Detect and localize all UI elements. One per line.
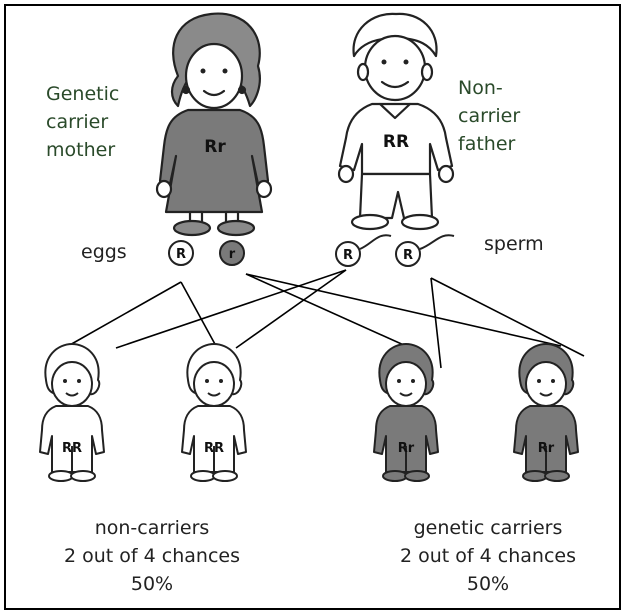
sperm-1-to-child-2: [236, 270, 346, 348]
father-figure: [339, 14, 453, 229]
child-1-genotype: RR: [62, 441, 82, 456]
eggs-label: eggs: [81, 238, 127, 266]
mother-dress: [160, 110, 268, 212]
egg-r-label: r: [229, 247, 236, 262]
egg-R-to-child-2: [181, 282, 216, 346]
father-face: [365, 36, 425, 100]
cross-lines: [68, 270, 584, 368]
child-2-genotype: RR: [204, 441, 224, 456]
child-3: [374, 344, 438, 481]
sperm-2-to-child-4: [431, 278, 584, 356]
child-1: [40, 344, 104, 481]
child-3-genotype: Rr: [398, 441, 415, 456]
mother-shoe-right: [218, 221, 254, 235]
mother-face: [186, 44, 242, 108]
carriers-summary: genetic carriers 2 out of 4 chances 50%: [368, 514, 608, 598]
sperm-2-label: R: [403, 248, 413, 263]
father-label-line-2: carrier: [458, 102, 520, 130]
child-4-genotype: Rr: [538, 441, 555, 456]
sperm-1-label: R: [343, 248, 353, 263]
sperm-1-to-child-1: [116, 270, 346, 348]
egg-R-label: R: [176, 247, 186, 262]
mother-label-line-3: mother: [46, 136, 119, 164]
child-2: [182, 344, 246, 481]
carriers-title: genetic carriers: [368, 514, 608, 542]
father-pants: [360, 174, 432, 218]
non-carriers-summary: non-carriers 2 out of 4 chances 50%: [32, 514, 272, 598]
mother-label: Genetic carrier mother: [46, 80, 119, 164]
egg-R-to-child-1: [68, 282, 181, 346]
sperm-label: sperm: [484, 230, 544, 258]
child-4: [514, 344, 578, 481]
mother-genotype: Rr: [204, 137, 226, 157]
diagram-frame: Rr RR RR RR Rr Rr R r R R Genetic carrie…: [4, 4, 621, 610]
non-carriers-chances: 2 out of 4 chances: [32, 542, 272, 570]
non-carriers-percent: 50%: [32, 570, 272, 598]
carriers-chances: 2 out of 4 chances: [368, 542, 608, 570]
father-label: Non- carrier father: [458, 74, 520, 158]
father-label-line-3: father: [458, 130, 520, 158]
carriers-percent: 50%: [368, 570, 608, 598]
mother-label-line-1: Genetic: [46, 80, 119, 108]
egg-r-to-child-4: [246, 274, 561, 346]
father-genotype: RR: [383, 132, 409, 152]
mother-figure: [157, 14, 271, 235]
non-carriers-title: non-carriers: [32, 514, 272, 542]
mother-shoe-left: [174, 221, 210, 235]
father-label-line-1: Non-: [458, 74, 520, 102]
sperm-2-to-child-3: [431, 278, 441, 368]
mother-label-line-2: carrier: [46, 108, 119, 136]
